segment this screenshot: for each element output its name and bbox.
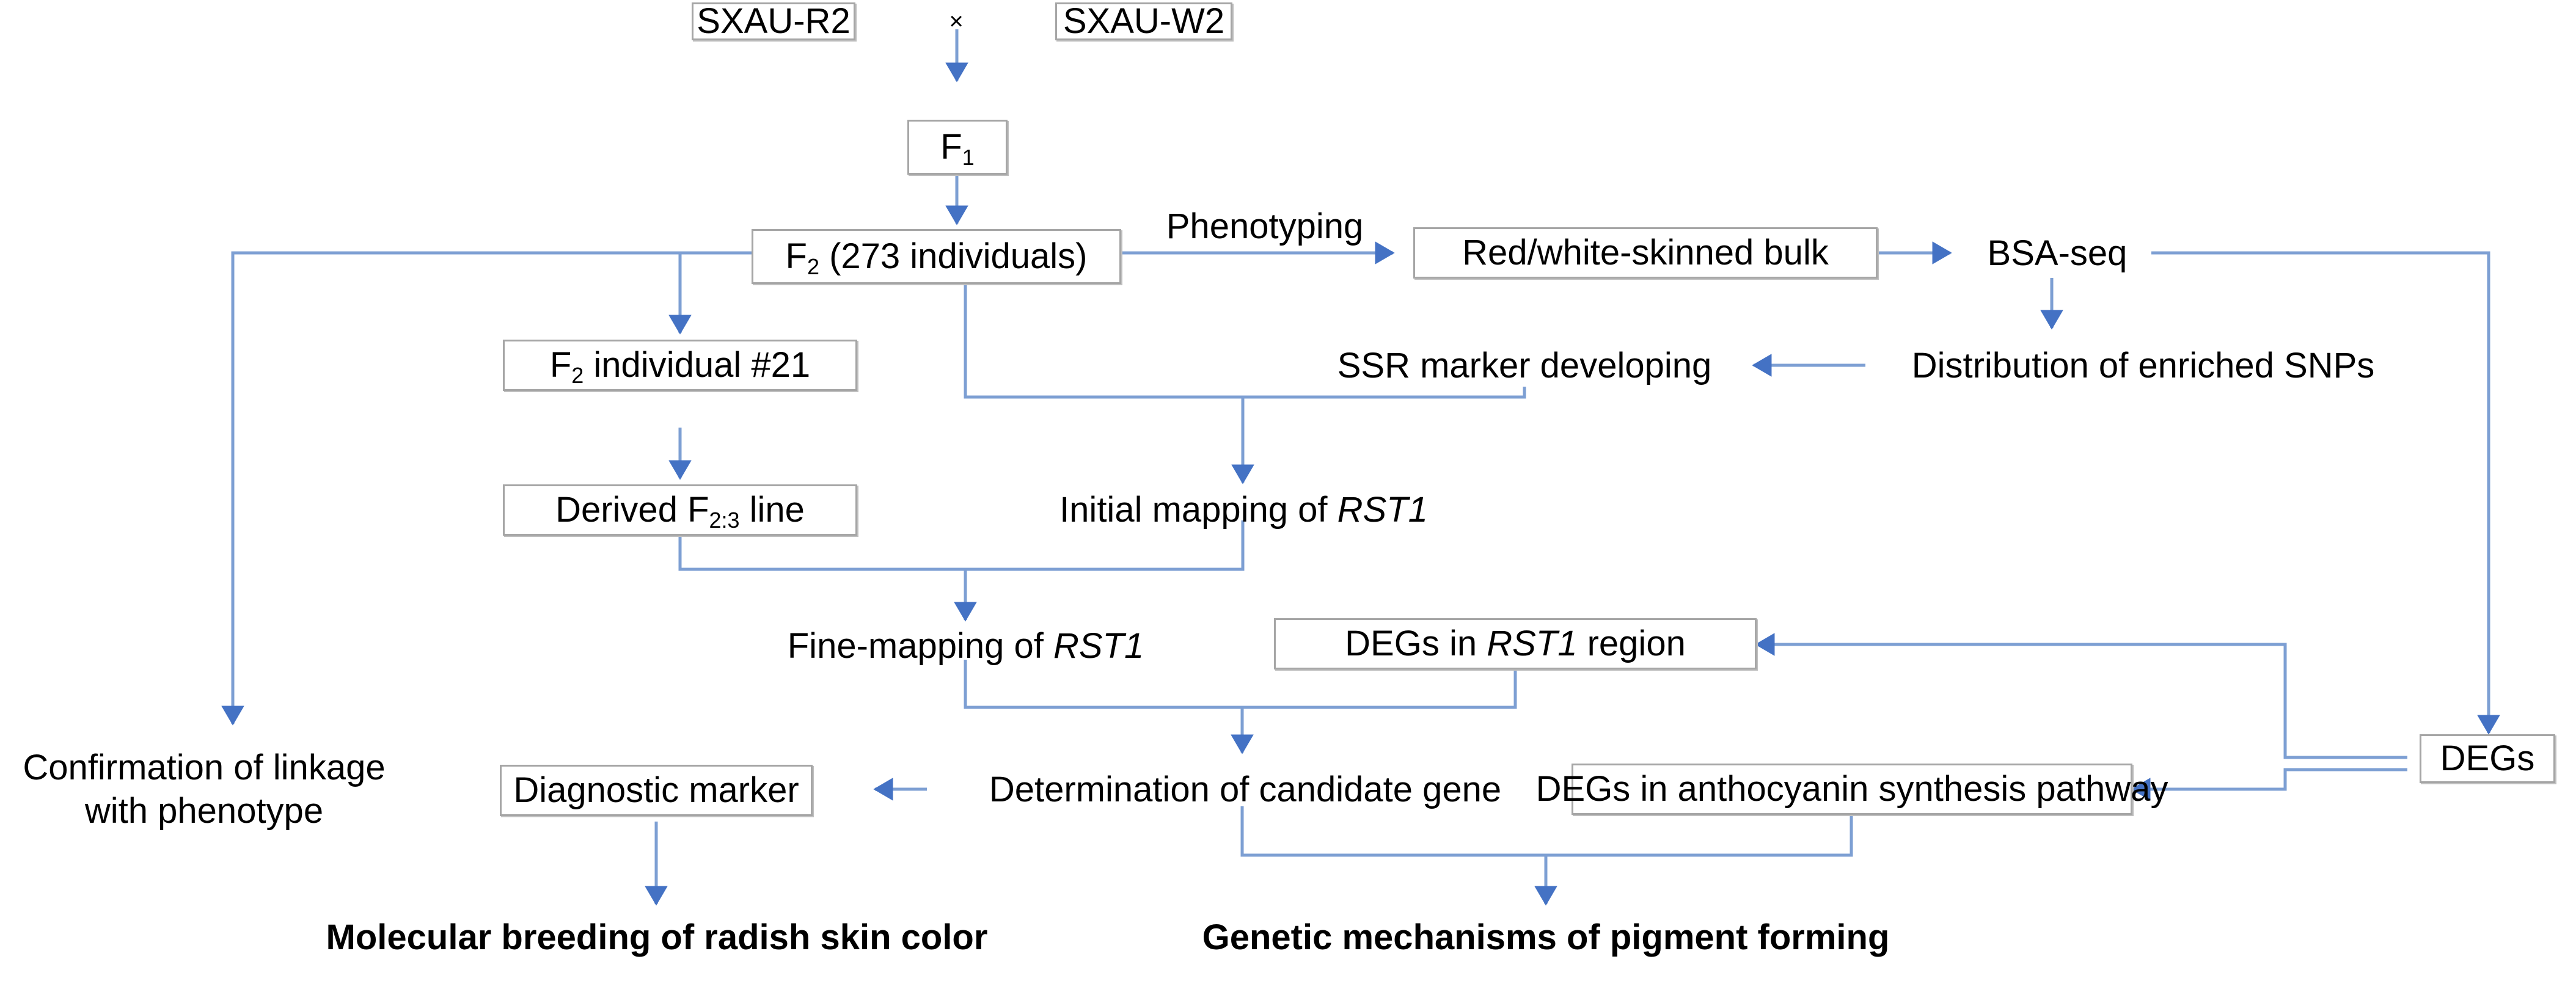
node-initial-mapping: Initial mapping of RST1 <box>976 490 1511 530</box>
degs-anthocyanin-label: DEGs in anthocyanin synthesis pathway <box>1535 768 2168 809</box>
node-diagnostic-marker[interactable]: Diagnostic marker <box>500 765 813 816</box>
node-parent-red[interactable]: SXAU-R2 <box>692 1 855 41</box>
fine-mapping-gene: RST1 <box>1053 625 1144 666</box>
edge-fine-down <box>964 660 1242 709</box>
node-candidate-gene: Determination of candidate gene <box>940 768 1551 811</box>
edge-degsregion-down <box>1242 669 1517 709</box>
outcome-molecular-breeding: Molecular breeding of radish skin color <box>275 916 1039 959</box>
node-degs-rst1-region[interactable]: DEGs in RST1 region <box>1274 618 1757 669</box>
confirmation-line-2: with phenotype <box>84 790 324 831</box>
edge-degs-to-anthocyanin <box>2131 768 2407 801</box>
cross-symbol: × <box>935 4 978 39</box>
edge-ssr-down <box>1243 387 1526 399</box>
parent-red-label: SXAU-R2 <box>697 1 851 41</box>
outcome-breeding-label: Molecular breeding of radish skin color <box>326 917 988 957</box>
candidate-gene-label: Determination of candidate gene <box>989 769 1502 809</box>
node-snp-distribution: Distribution of enriched SNPs <box>1867 346 2420 386</box>
confirmation-line-1: Confirmation of linkage <box>23 748 386 787</box>
bsa-seq-label: BSA-seq <box>1987 233 2128 273</box>
derived-line-label: Derived F2:3 line <box>555 489 805 533</box>
bulk-label: Red/white-skinned bulk <box>1462 232 1829 272</box>
f1-label: F1 <box>940 126 975 170</box>
edge-f2-center-drop <box>964 284 1243 399</box>
fine-mapping-label: Fine-mapping of RST1 <box>787 625 1144 666</box>
edge-anthocyanin-down <box>1546 812 1853 857</box>
node-f2-population[interactable]: F2 (273 individuals) <box>752 229 1121 284</box>
outcome-mechanism-label: Genetic mechanisms of pigment forming <box>1202 917 1890 957</box>
outcome-genetic-mechanisms: Genetic mechanisms of pigment forming <box>1164 916 1928 959</box>
node-parent-white[interactable]: SXAU-W2 <box>1055 1 1232 41</box>
degs-label: DEGs <box>2440 738 2535 778</box>
phenotyping-label: Phenotyping <box>1166 206 1364 246</box>
edge-candidate-down <box>1240 806 1546 857</box>
cross-symbol-label: × <box>949 7 964 35</box>
initial-mapping-label: Initial mapping of RST1 <box>1059 489 1428 530</box>
node-ssr-marker: SSR marker developing <box>1297 346 1752 386</box>
initial-mapping-gene: RST1 <box>1337 489 1428 530</box>
node-fine-mapping: Fine-mapping of RST1 <box>701 626 1230 666</box>
node-derived-line[interactable]: Derived F2:3 line <box>503 484 857 536</box>
f2-population-label: F2 (273 individuals) <box>785 236 1088 279</box>
node-f1[interactable]: F1 <box>907 120 1008 175</box>
ssr-marker-label: SSR marker developing <box>1337 345 1712 385</box>
f2-individual-label: F2 individual #21 <box>549 345 811 388</box>
parent-white-label: SXAU-W2 <box>1063 1 1225 41</box>
node-confirmation-linkage: Confirmation of linkage with phenotype <box>9 746 400 838</box>
node-degs-anthocyanin[interactable]: DEGs in anthocyanin synthesis pathway <box>1536 764 2168 815</box>
degs-region-gene: RST1 <box>1487 623 1578 663</box>
degs-region-label: DEGs in RST1 region <box>1345 623 1686 663</box>
snp-distribution-label: Distribution of enriched SNPs <box>1911 345 2375 385</box>
node-bulk[interactable]: Red/white-skinned bulk <box>1413 227 1878 279</box>
diagnostic-marker-label: Diagnostic marker <box>513 770 799 810</box>
confirmation-linkage-text: Confirmation of linkage with phenotype <box>23 746 385 833</box>
edge-degs-to-region <box>1755 633 2407 759</box>
label-phenotyping: Phenotyping <box>1136 206 1393 246</box>
node-degs[interactable]: DEGs <box>2420 734 2555 783</box>
edge-bsaseq-to-degs <box>2151 251 2500 735</box>
node-f2-individual[interactable]: F2 individual #21 <box>503 340 857 391</box>
node-bsa-seq: BSA-seq <box>1963 233 2152 274</box>
